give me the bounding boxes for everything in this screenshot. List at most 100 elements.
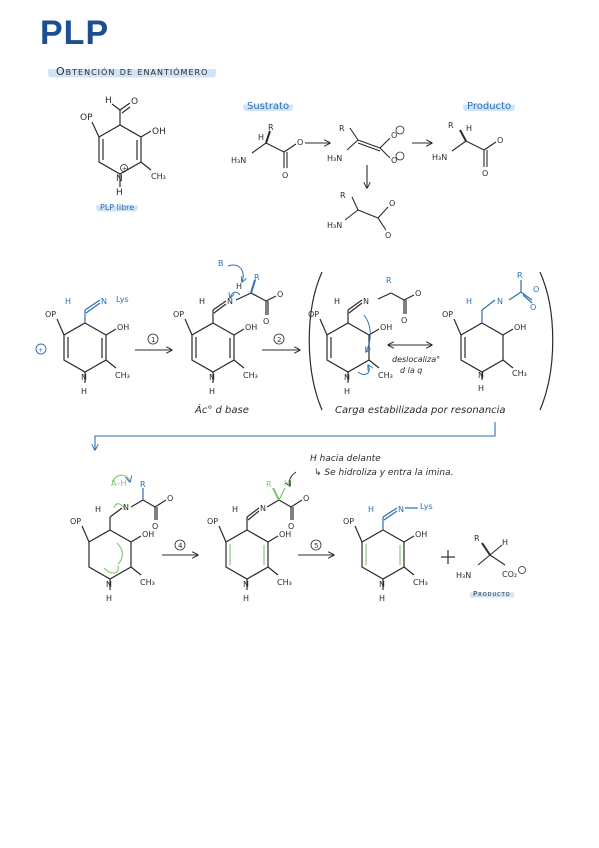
product-o: O <box>482 169 488 178</box>
racemic-o2: O <box>385 231 391 240</box>
regenerated-oh: OH <box>415 530 427 539</box>
resonance-1-ring-h: H <box>344 387 350 396</box>
ketimine-ring-n: N <box>243 580 249 589</box>
aldimine-ch3: CH₃ <box>115 371 130 380</box>
reprotonation-structure <box>81 499 167 590</box>
enolate-h3n: H₃N <box>327 154 342 163</box>
racemic-h3n: H₃N <box>327 221 342 230</box>
ketimine-op: OP <box>207 517 218 526</box>
section3-r: R <box>140 480 146 489</box>
section3-h: H <box>95 505 101 514</box>
aldimine-structure <box>56 318 117 383</box>
regenerated-h: H <box>368 505 374 514</box>
section3-o: O <box>152 522 158 531</box>
regenerated-n: N <box>398 505 404 514</box>
structure-b-ring-n: N <box>209 373 215 382</box>
aldimine-oh: OH <box>117 323 129 332</box>
structure-b-oh: OH <box>245 323 257 332</box>
structure-b-ch3: CH₃ <box>243 371 258 380</box>
enolate-r: R <box>339 124 345 133</box>
structure-b-op: OP <box>173 310 184 319</box>
quinonoid-structure-1 <box>319 292 415 383</box>
racemic-r: R <box>340 191 346 200</box>
regenerated-ring-n: N <box>379 580 385 589</box>
aldimine-op: OP <box>45 310 56 319</box>
product-h3n: H₃N <box>432 153 447 162</box>
substrate-o-minus: O <box>297 138 303 147</box>
regenerated-op: OP <box>343 517 354 526</box>
page-title: PLP <box>40 14 110 52</box>
ketimine-h-new: H <box>284 479 290 488</box>
aldimine-h: H <box>65 297 71 306</box>
side-chain-r: R <box>254 273 260 282</box>
ketimine-structure <box>218 499 303 590</box>
substrate-h3n: H₃N <box>231 156 246 165</box>
base-b: B <box>218 259 224 268</box>
aldehyde-h: H <box>105 96 112 106</box>
section-heading: Obtención de enantiómero <box>48 64 217 79</box>
product-structure <box>451 129 497 167</box>
section3-ch3: CH₃ <box>140 578 155 587</box>
product-r: R <box>448 121 454 130</box>
racemic-o1: O <box>389 199 395 208</box>
step-4-label: 4 <box>178 542 183 550</box>
final-product-structure <box>477 542 506 566</box>
ketimine-o-minus: O <box>303 494 309 503</box>
aldehyde-o: O <box>131 97 138 107</box>
step-5-label: 5 <box>314 542 318 550</box>
plp-free-label: PLP libre <box>96 203 139 212</box>
enolate-structure <box>346 127 391 159</box>
aldimine-n: N <box>101 297 107 306</box>
resonance-note: Carga estabilizada por resonancia <box>335 405 506 416</box>
resonance-2-oh: OH <box>514 323 526 332</box>
ketimine-r: R <box>266 480 272 489</box>
aldimine-ring-n: N <box>81 373 87 382</box>
delocalization-note: deslocaliza° <box>392 355 441 364</box>
plp-free-structure <box>91 102 152 187</box>
final-product-label: Producto <box>470 590 514 598</box>
resonance-2-op: OP <box>442 310 453 319</box>
acid-a-h: A–H <box>111 479 127 488</box>
racemic-structure <box>344 196 389 231</box>
resonance-2-n: N <box>497 297 503 306</box>
resonance-2-h: H <box>466 297 472 306</box>
hydroxyl-oh: OH <box>152 127 166 137</box>
svg-text:+: + <box>38 347 43 354</box>
resonance-2-o-minus: O <box>530 303 536 312</box>
resonance-1-imine-n: N <box>363 297 369 306</box>
ring-h: H <box>116 188 123 198</box>
methyl-ch3: CH₃ <box>151 172 166 181</box>
aldimine-ring-h: H <box>81 387 87 396</box>
deprotonation-structure <box>184 292 277 383</box>
hint-line-1: H hacia delante <box>310 454 381 464</box>
regenerated-ring-h: H <box>379 594 385 603</box>
substrate-structure <box>251 130 297 168</box>
acid-base-note: Ác° d base <box>195 405 249 416</box>
resonance-1-oh: OH <box>380 323 392 332</box>
enolate-o1: O <box>391 131 397 140</box>
product-o-minus: O <box>497 136 503 145</box>
regenerated-ch3: CH₃ <box>413 578 428 587</box>
ketimine-o: O <box>288 522 294 531</box>
resonance-1-ring-n: N <box>344 373 350 382</box>
section3-oh: OH <box>142 530 154 539</box>
resonance-1-o-minus: O <box>415 289 421 298</box>
resonance-1-o: O <box>401 316 407 325</box>
substrate-o: O <box>282 171 288 180</box>
section3-ring-n: N <box>106 580 112 589</box>
regenerated-lys: Lys <box>420 502 433 511</box>
resonance-2-r: R <box>517 271 523 280</box>
section3-op: OP <box>70 517 81 526</box>
final-product-h3n: H₃N <box>456 571 471 580</box>
resonance-1-ch3: CH₃ <box>378 371 393 380</box>
ring-n: N <box>116 174 123 184</box>
final-product-r: R <box>474 534 480 543</box>
quinonoid-structure-2 <box>453 318 514 380</box>
resonance-2-ring-n: N <box>478 371 484 380</box>
svg-text:+: + <box>122 166 127 173</box>
resonance-1-r: R <box>386 276 392 285</box>
ketimine-ring-h: H <box>243 594 249 603</box>
ketimine-n: N <box>260 504 266 513</box>
ketimine-oh: OH <box>279 530 291 539</box>
